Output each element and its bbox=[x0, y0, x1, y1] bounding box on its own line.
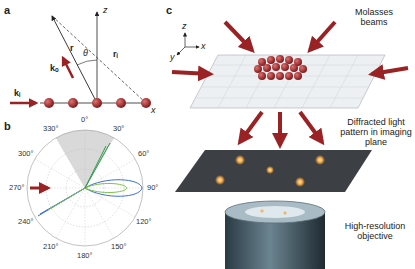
axis-label: z bbox=[103, 6, 108, 16]
axis-label: x bbox=[201, 42, 206, 52]
vector-label: rᵢ bbox=[113, 50, 118, 60]
panel-letter: c bbox=[166, 4, 172, 16]
angle-tick-label: 0° bbox=[81, 116, 88, 124]
angle-tick-label: 240° bbox=[18, 218, 34, 226]
axis-label: y bbox=[170, 53, 175, 63]
angle-tick-label: 90° bbox=[147, 184, 158, 192]
panel-a-art bbox=[10, 12, 151, 108]
angle-tick-label: 60° bbox=[138, 150, 149, 158]
panel-b-art bbox=[27, 130, 143, 246]
panel-letter: b bbox=[4, 120, 11, 132]
angle-label: θ bbox=[83, 49, 88, 59]
angle-tick-label: 330° bbox=[43, 125, 59, 133]
axis-label: x bbox=[151, 106, 156, 116]
axis-label: z bbox=[182, 22, 187, 32]
angle-tick-label: 150° bbox=[111, 243, 127, 251]
vector-label: kᵢ bbox=[14, 89, 20, 99]
panel-letter: a bbox=[4, 4, 10, 16]
callout-text: Diffracted light pattern in imaging plan… bbox=[340, 118, 412, 148]
angle-tick-label: 270° bbox=[9, 184, 25, 192]
angle-tick-label: 210° bbox=[43, 243, 59, 251]
vector-label: kₒ bbox=[50, 64, 59, 74]
angle-tick-label: 300° bbox=[18, 150, 34, 158]
callout-text: Molasses beams bbox=[343, 8, 405, 28]
callout-text: High-resolution objective bbox=[340, 222, 410, 242]
angle-tick-label: 120° bbox=[136, 218, 152, 226]
vector-label: r bbox=[70, 44, 74, 54]
angle-tick-label: 30° bbox=[113, 125, 124, 133]
angle-tick-label: 180° bbox=[77, 252, 93, 260]
